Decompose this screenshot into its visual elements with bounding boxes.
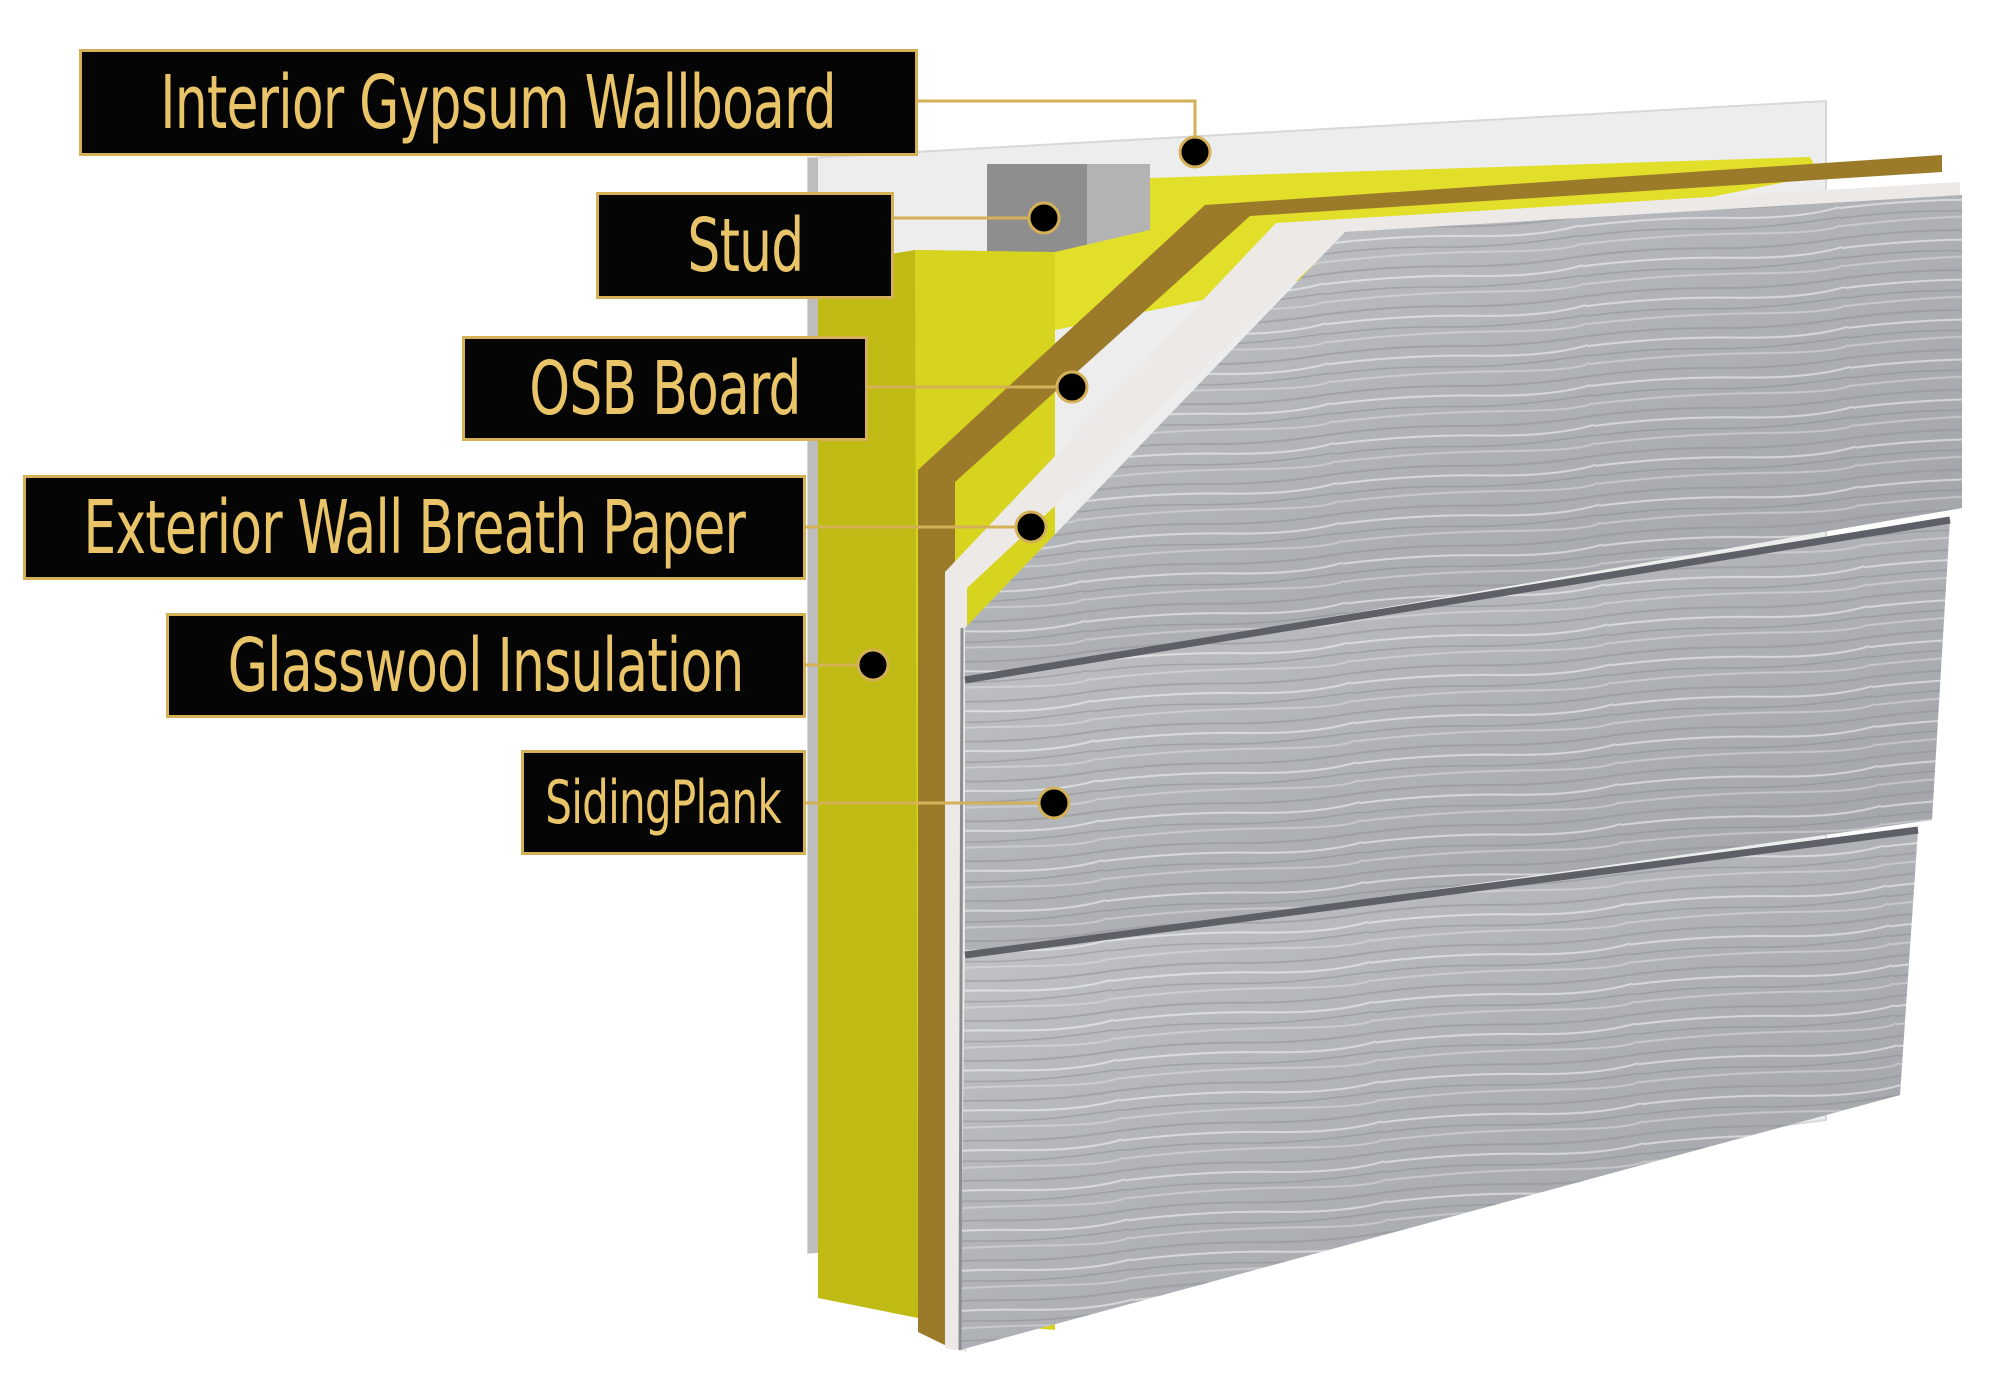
osb-marker (1055, 370, 1089, 404)
label-text: OSB Board (529, 345, 801, 432)
label-osb-board: OSB Board (462, 336, 868, 441)
label-exterior-wall-breath-paper: Exterior Wall Breath Paper (23, 475, 806, 580)
gypsum-marker (1178, 135, 1212, 169)
glasswool-marker (856, 648, 890, 682)
stud-marker (1027, 201, 1061, 235)
siding-plank-layer (958, 195, 1962, 1351)
label-text: SidingPlank (545, 767, 782, 838)
label-text: Interior Gypsum Wallboard (160, 59, 837, 146)
label-text: Exterior Wall Breath Paper (83, 484, 747, 571)
label-glasswool-insulation: Glasswool Insulation (166, 613, 806, 718)
label-text: Glasswool Insulation (228, 622, 745, 709)
breath-paper-marker (1014, 510, 1048, 544)
markers (856, 135, 1212, 820)
siding-marker (1037, 786, 1071, 820)
label-text: Stud (686, 202, 804, 289)
label-interior-gypsum-wallboard: Interior Gypsum Wallboard (79, 49, 918, 156)
label-stud: Stud (596, 192, 894, 299)
label-siding-plank: SidingPlank (521, 750, 806, 855)
gypsum-leader-line (918, 99, 1197, 152)
